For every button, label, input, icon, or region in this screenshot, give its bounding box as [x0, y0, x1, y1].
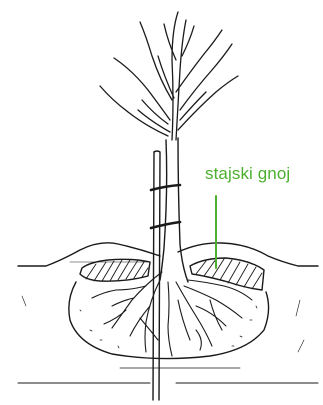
ground-mound — [18, 243, 318, 266]
manure-layer-right — [190, 258, 264, 290]
tree-roots — [92, 272, 252, 356]
tree-trunk — [160, 138, 188, 282]
manure-layer-left — [80, 259, 150, 281]
manure-annotation-label: stajski gnoj — [205, 164, 290, 184]
tree-branches — [100, 12, 238, 140]
